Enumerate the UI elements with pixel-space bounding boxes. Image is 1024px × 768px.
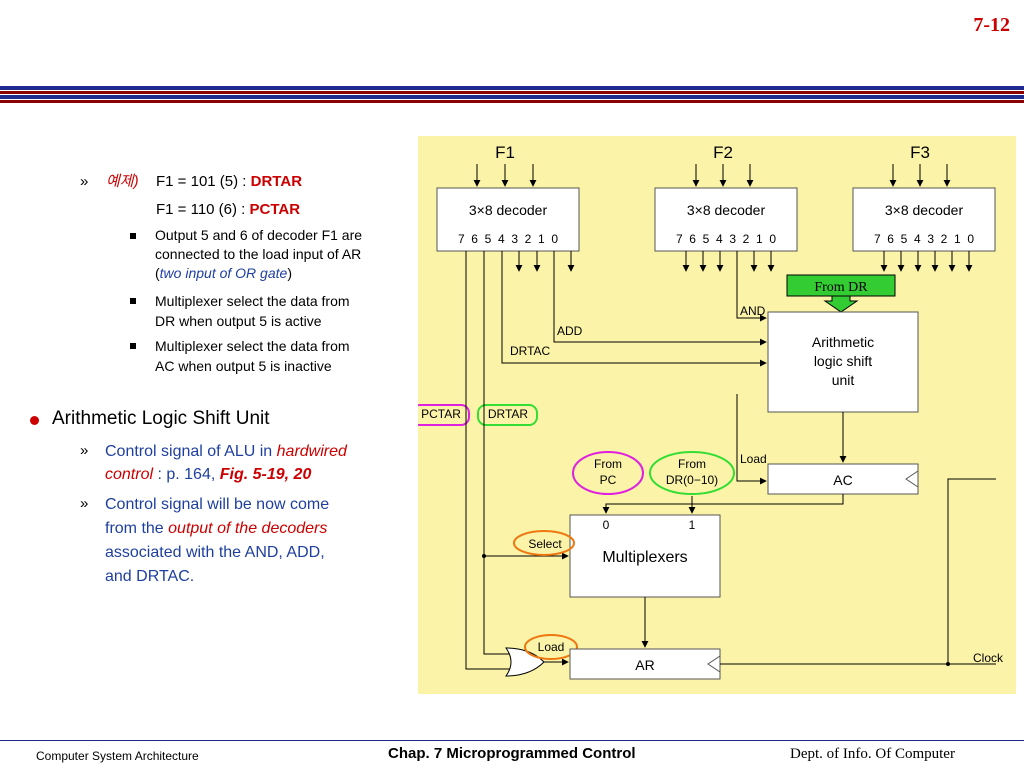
from-dr-data-highlight — [649, 451, 735, 495]
footer-right: Dept. of Info. Of Computer — [790, 746, 955, 762]
section-title: Arithmetic Logic Shift Unit — [52, 408, 270, 429]
field-f2-label: F2 — [713, 143, 733, 162]
page-number: 7-12 — [973, 14, 1010, 36]
header-band-blue — [0, 86, 1024, 90]
mux-input-0: 0 — [603, 518, 610, 532]
ar-label: AR — [635, 657, 654, 673]
sub1-text: Control signal of ALU in hardwired contr… — [105, 443, 347, 483]
or-input-a — [483, 556, 510, 655]
mux-input-1: 1 — [689, 518, 696, 532]
decoder-f2-label: 3×8 decoder — [687, 202, 766, 218]
alu-line-2: logic shift — [814, 353, 872, 369]
example-arrow: » — [80, 173, 89, 190]
bullet-1: Output 5 and 6 of decoder F1 are connect… — [155, 227, 363, 281]
decoder-f1-label: 3×8 decoder — [469, 202, 548, 218]
example-line-2: F1 = 110 (6) : PCTAR — [156, 201, 301, 218]
pctar-tag: PCTAR — [421, 407, 461, 421]
multiplexer-box — [569, 514, 721, 598]
section-bullet-icon — [30, 416, 39, 425]
example-line-1: F1 = 101 (5) : DRTAR — [156, 173, 303, 190]
decoder-input-arrows — [473, 164, 951, 187]
from-pc-line-1: From — [594, 457, 622, 471]
and-label: AND — [740, 304, 766, 318]
sub1-arrow: » — [80, 442, 89, 459]
alu-line-3: unit — [832, 372, 855, 388]
pctar-label: PCTAR — [249, 201, 301, 218]
load-ac-label: Load — [740, 452, 767, 466]
alu-box — [767, 311, 919, 413]
header-band-blue-2 — [0, 95, 1024, 99]
ac-register — [767, 463, 919, 495]
from-dr-line-2: DR(0−10) — [666, 473, 718, 487]
drtar-highlight — [477, 404, 538, 426]
ac-label: AC — [833, 472, 852, 488]
header-band-red — [0, 91, 1024, 94]
decoder-f2-outputs: 7 6 5 4 3 2 1 0 — [676, 232, 776, 246]
decoder-f1 — [436, 187, 580, 252]
pc-to-mux-line — [602, 494, 844, 514]
alu-control-lines — [501, 251, 767, 367]
decoder-f3-outputs: 7 6 5 4 3 2 1 0 — [874, 232, 974, 246]
bullet-square-icon — [130, 343, 136, 349]
ac-clock-input — [905, 470, 919, 488]
footer-left: Computer System Architecture — [36, 749, 199, 763]
example-tag: 예제) — [106, 173, 139, 190]
from-pc-highlight — [572, 451, 644, 495]
from-dr-arrow — [823, 295, 859, 313]
add-label: ADD — [557, 324, 583, 338]
sub2-text: Control signal will be now come from the… — [105, 496, 330, 585]
pctar-highlight — [418, 404, 470, 426]
from-dr-label: From DR — [814, 280, 868, 295]
load-ar-highlight — [524, 634, 578, 660]
drtac-label: DRTAC — [510, 344, 551, 358]
clock-line — [720, 478, 996, 665]
or-input-b — [465, 251, 510, 670]
clock-label: Clock — [973, 651, 1004, 665]
load-ac-line — [736, 394, 767, 485]
select-label: Select — [528, 537, 562, 551]
footer-center: Chap. 7 Microprogrammed Control — [388, 745, 636, 762]
from-pc-line-2: PC — [600, 473, 617, 487]
footer-divider — [0, 740, 1024, 741]
bullet-square-icon — [130, 233, 136, 239]
decoder-output-arrows — [515, 251, 973, 272]
alu-line-1: Arithmetic — [812, 334, 874, 350]
sub2-arrow: » — [80, 495, 89, 512]
bullet-square-icon — [130, 298, 136, 304]
header-band-red-2 — [0, 100, 1024, 103]
decoder-f2 — [654, 187, 798, 252]
load-ar-label: Load — [538, 640, 565, 654]
decoder-f3 — [852, 187, 996, 252]
select-highlight — [513, 530, 575, 556]
bullet-2: Multiplexer select the data from DR when… — [155, 293, 350, 329]
multiplexers-label: Multiplexers — [602, 549, 687, 566]
drtar-label: DRTAR — [250, 173, 303, 190]
alu-datapath-diagram: F1 F2 F3 3×8 decoder 7 6 5 4 3 2 1 0 3×8… — [418, 136, 1016, 694]
decoder-f1-outputs: 7 6 5 4 3 2 1 0 — [458, 232, 558, 246]
field-f3-label: F3 — [910, 143, 930, 162]
ar-clock-input — [707, 655, 721, 673]
decoder-f3-label: 3×8 decoder — [885, 202, 964, 218]
field-f1-label: F1 — [495, 143, 515, 162]
from-dr-line-1: From — [678, 457, 706, 471]
drtar-tag: DRTAR — [488, 407, 529, 421]
bullet-3: Multiplexer select the data from AC when… — [155, 338, 350, 374]
